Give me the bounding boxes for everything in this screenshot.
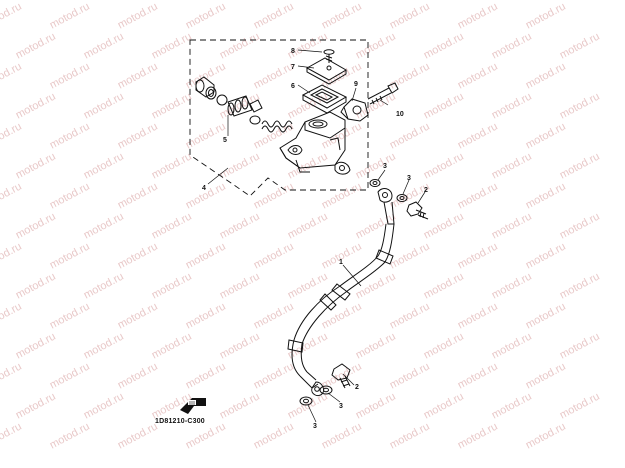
diagram-code: 1D81210-C300 (155, 418, 205, 425)
callout-7: 7 (291, 64, 295, 71)
front-direction-icon (180, 398, 206, 414)
callout-3-lower: 3 (339, 403, 343, 410)
callout-6: 6 (291, 83, 295, 90)
callout-3-upper: 3 (383, 163, 387, 170)
callout-3-upper-2: 3 (407, 175, 411, 182)
part-brake-hose-1 (287, 188, 395, 397)
part-diaphragm-6 (301, 84, 348, 114)
callout-8: 8 (291, 48, 295, 55)
part-bracket-9 (340, 98, 369, 122)
leader-lines (207, 49, 426, 423)
part-piston-kit-5 (195, 76, 293, 133)
part-washer-3-upper (369, 179, 381, 187)
callout-10: 10 (396, 111, 404, 118)
part-washer-3-lower-2 (299, 396, 313, 406)
part-washer-3-lower (319, 385, 333, 395)
part-cap-7 (305, 57, 347, 85)
callout-4: 4 (202, 185, 206, 192)
part-union-bolt-2-upper (406, 201, 429, 220)
assembly-boundary (189, 39, 369, 197)
part-screw-8 (323, 49, 335, 63)
callout-3-lower-2: 3 (313, 423, 317, 430)
callout-9: 9 (354, 81, 358, 88)
part-union-bolt-2-lower (331, 363, 351, 389)
callout-2-upper: 2 (424, 187, 428, 194)
part-bolt-10 (367, 82, 399, 105)
callout-2-lower: 2 (355, 384, 359, 391)
part-washer-3-upper-2 (396, 194, 408, 202)
callout-5: 5 (223, 137, 227, 144)
callout-1: 1 (339, 259, 343, 266)
part-master-cylinder-body (279, 111, 351, 175)
